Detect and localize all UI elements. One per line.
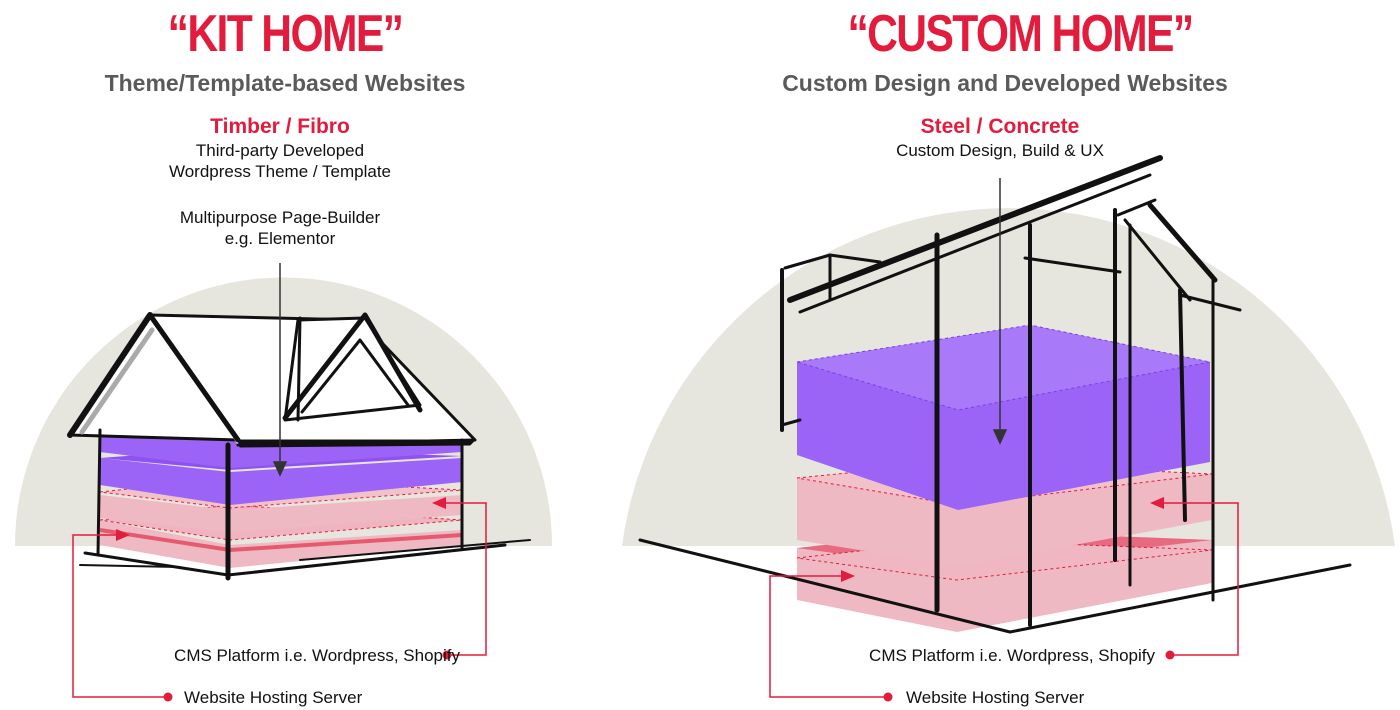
left-cms-connector (445, 502, 487, 656)
custom-home-illustration (638, 155, 1352, 634)
left-cms-arrowhead (432, 497, 446, 509)
custom-home-desc-1: Custom Design, Build & UX (896, 141, 1104, 160)
left-cms-dot (442, 650, 452, 660)
kit-home-subtitle: Theme/Template-based Websites (104, 70, 466, 96)
left-hosting-connector (72, 534, 168, 698)
right-hosting-arrowhead (841, 570, 855, 582)
right-cms-arrowhead (1150, 497, 1164, 509)
kit-home-title: “KIT HOME” (167, 5, 404, 63)
right-hosting-connector (769, 575, 888, 698)
kit-home-illustration (67, 312, 531, 581)
kit-home-builder-2: e.g. Elementor (224, 229, 336, 248)
kit-home-desc-2: Wordpress Theme / Template (168, 162, 392, 181)
left-hosting-arrowhead (116, 529, 130, 541)
custom-home-cms-label: CMS Platform i.e. Wordpress, Shopify (869, 646, 1155, 665)
custom-home-subtitle: Custom Design and Developed Websites (782, 70, 1228, 96)
right-cms-connector (1160, 502, 1239, 656)
right-design-arrowhead (992, 429, 1008, 445)
kit-home-builder-1: Multipurpose Page-Builder (179, 208, 381, 227)
left-builder-arrowhead (272, 461, 288, 477)
right-hosting-dot (883, 692, 893, 702)
custom-home-material: Steel / Concrete (920, 115, 1080, 138)
kit-home-cms-label: CMS Platform i.e. Wordpress, Shopify (174, 646, 460, 665)
kit-home-hosting-label: Website Hosting Server (184, 688, 363, 707)
right-cms-dot (1165, 650, 1175, 660)
custom-home-title: “CUSTOM HOME” (847, 5, 1194, 63)
kit-home-desc-1: Third-party Developed (195, 141, 365, 160)
custom-home-hosting-label: Website Hosting Server (906, 688, 1085, 707)
kit-home-material: Timber / Fibro (210, 115, 350, 138)
left-hosting-dot (163, 692, 173, 702)
right-theme-layer (796, 324, 1211, 510)
